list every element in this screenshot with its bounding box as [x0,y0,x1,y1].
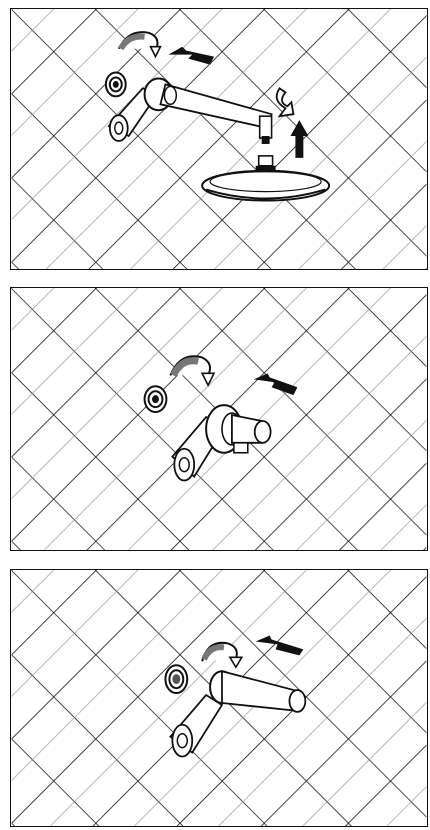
step-3-illustration [11,570,427,826]
step-1-panel [10,8,428,270]
step-2-panel [10,287,428,551]
step-2-illustration [11,288,427,550]
step-3-panel [10,569,428,827]
wall-plate-icon [165,665,187,693]
step-1-illustration [11,9,427,269]
wall-plate-icon [106,73,126,97]
tile-grid [12,9,427,269]
wall-plate-icon [145,386,167,412]
